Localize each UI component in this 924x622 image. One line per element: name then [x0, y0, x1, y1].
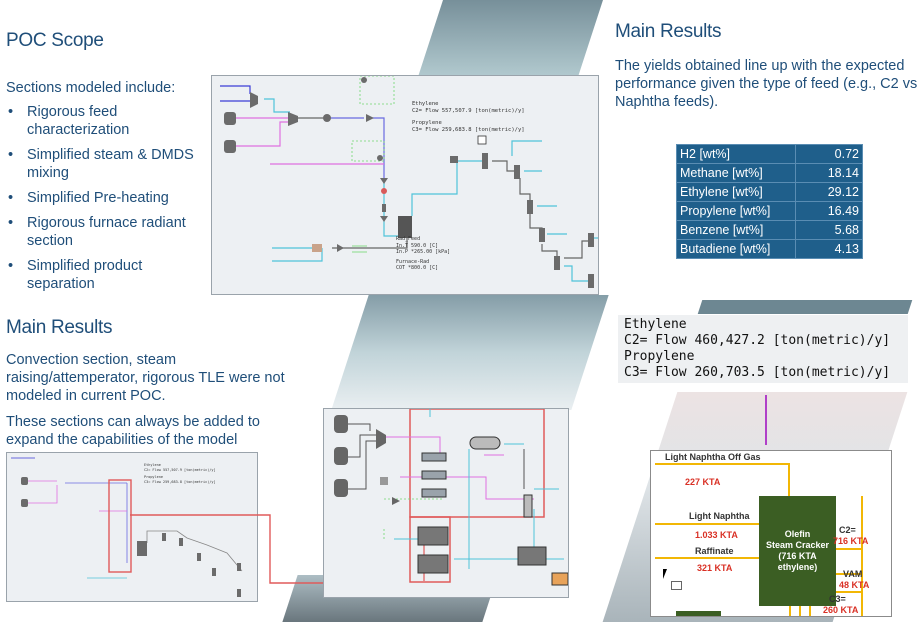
raffinate-value: 321 KTA — [697, 563, 733, 573]
vam-label: VAM — [843, 569, 863, 579]
yield-label: Methane [wt%] — [676, 163, 796, 183]
pfd-main-canvas — [220, 76, 598, 288]
offgas-label: Light Naphtha Off Gas — [665, 452, 761, 462]
c3-label: C3= — [829, 594, 846, 604]
yield-value: 18.14 — [795, 163, 863, 183]
steam-cracker-block-diagram[interactable]: Olefin Steam Cracker (716 KTA ethylene) … — [650, 450, 892, 617]
yield-table: H2 [wt%]0.72 Methane [wt%]18.14 Ethylene… — [676, 144, 863, 259]
pfd-thumbnail-annotation: Ethylene C2= Flow 557,507.9 [ton(metric)… — [144, 463, 216, 484]
poc-scope-title: POC Scope — [6, 30, 104, 51]
yield-label: Butadiene [wt%] — [676, 239, 796, 259]
steam-cracker-block[interactable]: Olefin Steam Cracker (716 KTA ethylene) — [759, 496, 836, 606]
poc-scope-list: •Rigorous feed characterization •Simplif… — [5, 103, 205, 300]
process-flow-diagram-detail[interactable] — [323, 408, 569, 598]
pfd-main-annotation: Ethylene C2= Flow 557,507.9 [ton(metric)… — [412, 101, 525, 133]
decorative-stripe — [331, 295, 609, 410]
raffinate-label: Raffinate — [695, 546, 734, 556]
flow-readout-ethylene-flow: C2= Flow 460,427.2 [ton(metric)/y] — [624, 333, 891, 348]
yield-label: Benzene [wt%] — [676, 220, 796, 240]
pfd-rad-feed-readout: Rad_Feed In.T 590.0 [C] In.P *265.00 [kP… — [396, 236, 451, 271]
main-results-right-title: Main Results — [615, 21, 722, 42]
yield-value: 5.68 — [795, 220, 863, 240]
bullet-icon: • — [8, 258, 14, 274]
poc-scope-item: •Rigorous feed characterization — [8, 104, 130, 138]
main-results-left-para2: These sections can always be added to ex… — [6, 414, 260, 448]
offgas-value: 227 KTA — [685, 477, 721, 487]
poc-scope-item: •Simplified Pre-heating — [8, 190, 169, 206]
process-flow-diagram-thumbnail[interactable]: Ethylene C2= Flow 557,507.9 [ton(metric)… — [6, 452, 258, 602]
vam-value: 48 KTA — [839, 580, 870, 590]
yield-value: 16.49 — [795, 201, 863, 221]
table-row: Methane [wt%]18.14 — [676, 163, 863, 183]
table-row: Benzene [wt%]5.68 — [676, 220, 863, 240]
process-flow-diagram-main[interactable]: Ethylene C2= Flow 557,507.9 [ton(metric)… — [211, 75, 599, 295]
poc-scope-item: •Rigorous furnace radiant section — [8, 215, 186, 249]
mouse-cursor-icon — [663, 569, 671, 579]
yield-label: Ethylene [wt%] — [676, 182, 796, 202]
bullet-icon: • — [8, 190, 14, 206]
yield-label: Propylene [wt%] — [676, 201, 796, 221]
pfd-thumbnail-canvas — [11, 457, 243, 597]
main-results-right-para: The yields obtained line up with the exp… — [615, 58, 918, 110]
decorative-stripe — [417, 0, 603, 80]
table-row: Ethylene [wt%]29.12 — [676, 182, 863, 202]
magenta-arrow-icon — [765, 395, 767, 445]
flow-readout-propylene-flow: C3= Flow 260,703.5 [ton(metric)/y] — [624, 365, 891, 380]
decorative-stripe — [697, 300, 913, 314]
flow-readout-propylene-label: Propylene — [624, 349, 695, 364]
table-row: H2 [wt%]0.72 — [676, 144, 863, 164]
flow-readout-box: Ethylene C2= Flow 460,427.2 [ton(metric)… — [618, 315, 908, 383]
poc-scope-item: •Simplified steam & DMDS mixing — [8, 147, 194, 181]
naphtha-value: 1.033 KTA — [695, 530, 738, 540]
poc-scope-intro: Sections modeled include: — [6, 80, 176, 96]
main-results-left-para1: Convection section, steam raising/attemp… — [6, 352, 285, 404]
bullet-icon: • — [8, 147, 14, 163]
drag-handle-icon[interactable] — [671, 581, 682, 590]
downstream-block — [676, 611, 721, 616]
bullet-icon: • — [8, 104, 14, 120]
main-results-left-title: Main Results — [6, 317, 113, 338]
table-row: Butadiene [wt%]4.13 — [676, 239, 863, 259]
c2-label: C2= — [839, 525, 856, 535]
table-row: Propylene [wt%]16.49 — [676, 201, 863, 221]
yield-value: 4.13 — [795, 239, 863, 259]
flow-readout-ethylene-label: Ethylene — [624, 317, 687, 332]
yield-value: 0.72 — [795, 144, 863, 164]
yield-value: 29.12 — [795, 182, 863, 202]
c3-value: 260 KTA — [823, 605, 859, 615]
c2-value: 716 KTA — [833, 536, 869, 546]
naphtha-label: Light Naphtha — [689, 511, 750, 521]
pfd-detail-canvas — [334, 409, 568, 586]
poc-scope-item: •Simplified product separation — [8, 258, 143, 292]
bullet-icon: • — [8, 215, 14, 231]
yield-label: H2 [wt%] — [676, 144, 796, 164]
